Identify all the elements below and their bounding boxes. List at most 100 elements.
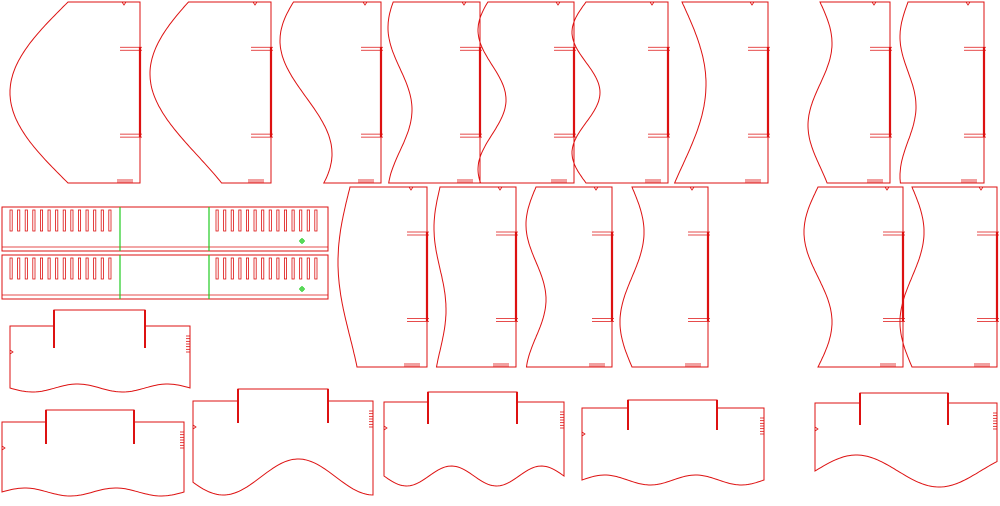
tab-slot xyxy=(592,231,614,236)
panel-outline xyxy=(149,1,272,184)
comb-tooth xyxy=(108,257,112,280)
panel-outline xyxy=(673,1,769,184)
tab-slot xyxy=(964,133,986,138)
tab-slot xyxy=(251,133,273,138)
top-notch xyxy=(649,1,655,6)
top-notch xyxy=(884,186,890,191)
top-notch xyxy=(555,1,561,6)
wave-panel-portrait xyxy=(899,186,999,368)
panel-outline xyxy=(899,1,985,184)
comb-tooth xyxy=(32,257,36,280)
tab-slot xyxy=(883,318,905,322)
top-notch xyxy=(689,186,695,191)
top-notch xyxy=(252,1,258,6)
comb-tooth xyxy=(306,209,310,232)
panel-outline xyxy=(525,186,613,368)
comb-tooth xyxy=(85,257,89,280)
comb-tooth xyxy=(223,209,227,232)
panel-outline xyxy=(383,391,565,487)
wave-panel-portrait xyxy=(673,1,770,184)
comb-tooth xyxy=(108,209,112,232)
comb-tooth xyxy=(93,257,97,280)
comb-tooth xyxy=(62,257,66,280)
comb-tooth xyxy=(238,257,242,280)
tab-slot xyxy=(648,46,670,51)
panel-outline xyxy=(571,1,669,184)
wave-panel-portrait xyxy=(149,1,273,184)
comb-tooth xyxy=(100,257,104,280)
panel-outline xyxy=(433,186,517,368)
comb-tooth xyxy=(283,257,287,280)
panel-outline xyxy=(899,186,998,368)
wave-panel-portrait xyxy=(803,186,905,368)
top-notch xyxy=(461,1,467,6)
comb-tooth xyxy=(276,257,280,280)
top-notch xyxy=(749,1,755,6)
comb-tooth xyxy=(55,257,59,280)
comb-tooth xyxy=(78,257,82,280)
strip-outline xyxy=(1,206,329,252)
comb-tooth xyxy=(215,257,219,280)
wave-panel-landscape xyxy=(581,399,765,486)
comb-tooth xyxy=(230,257,234,280)
comb-tooth xyxy=(314,209,318,232)
tab-slot xyxy=(870,46,892,51)
comb-tooth xyxy=(291,209,295,232)
tab-slot xyxy=(688,231,710,236)
wave-panel-landscape xyxy=(383,391,565,487)
panel-outline xyxy=(9,1,141,184)
top-notch xyxy=(593,186,599,191)
top-notch xyxy=(497,186,503,191)
comb-tooth xyxy=(261,209,265,232)
wave-panel-portrait xyxy=(279,1,383,184)
comb-tooth xyxy=(9,209,13,232)
registration-circle xyxy=(299,238,305,244)
comb-tooth xyxy=(291,257,295,280)
comb-tooth xyxy=(85,209,89,232)
panel-outline xyxy=(9,309,191,393)
pieces-layer xyxy=(1,1,999,497)
panel-outline xyxy=(192,388,374,496)
comb-strip xyxy=(1,254,329,300)
wave-panel-portrait xyxy=(899,1,986,184)
tab-slot xyxy=(964,46,986,51)
comb-tooth xyxy=(40,257,44,280)
wave-panel-portrait xyxy=(387,1,482,184)
comb-tooth xyxy=(40,209,44,232)
comb-tooth xyxy=(70,209,74,232)
comb-tooth xyxy=(314,257,318,280)
comb-tooth xyxy=(55,209,59,232)
comb-tooth xyxy=(9,257,13,280)
comb-tooth xyxy=(78,209,82,232)
panel-outline xyxy=(803,186,904,368)
tab-slot xyxy=(407,231,429,236)
top-notch xyxy=(121,1,127,6)
top-notch xyxy=(871,1,877,6)
side-notch xyxy=(814,426,819,432)
comb-tooth xyxy=(276,209,280,232)
tab-slot xyxy=(460,133,482,138)
wave-panel-portrait xyxy=(477,1,576,184)
panel-outline xyxy=(619,186,709,368)
comb-tooth xyxy=(253,209,257,232)
tab-slot xyxy=(883,231,905,236)
comb-tooth xyxy=(245,209,249,232)
comb-tooth xyxy=(24,257,28,280)
side-notch xyxy=(383,425,388,431)
tab-slot xyxy=(120,133,142,138)
side-notch xyxy=(581,431,586,437)
top-notch xyxy=(362,1,368,6)
comb-tooth xyxy=(238,209,242,232)
wave-panel-portrait xyxy=(525,186,614,368)
comb-tooth xyxy=(17,209,21,232)
wave-panel-portrait xyxy=(433,186,518,368)
tab-slot xyxy=(554,133,576,138)
panel-outline xyxy=(807,1,891,184)
side-notch xyxy=(1,445,6,451)
wave-panel-portrait xyxy=(619,186,710,368)
comb-tooth xyxy=(306,257,310,280)
comb-tooth xyxy=(299,257,303,280)
comb-tooth xyxy=(299,209,303,232)
comb-tooth xyxy=(215,209,219,232)
